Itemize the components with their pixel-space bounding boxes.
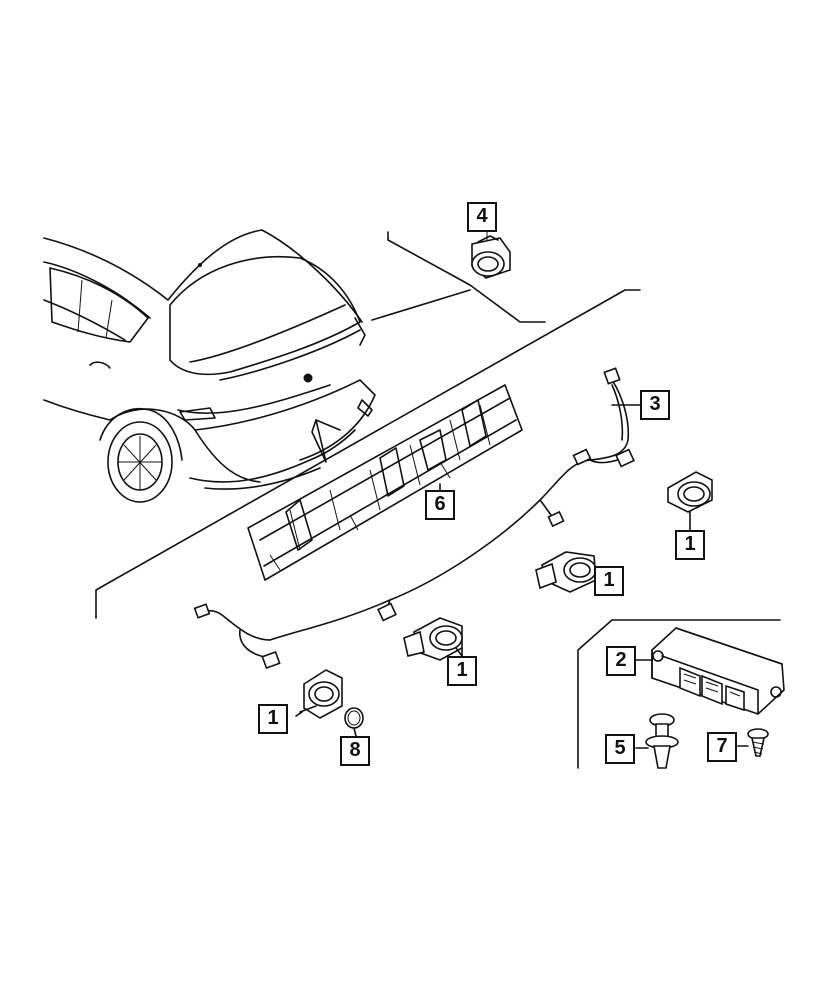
callout-1-upper-right: 1 <box>675 530 705 560</box>
park-sensor-center <box>403 617 463 661</box>
callout-1-center: 1 <box>447 656 477 686</box>
bumper-support-bracket <box>247 384 523 581</box>
callout-4: 4 <box>467 202 497 232</box>
park-sensor-center-right <box>535 551 603 593</box>
wiring-harness <box>193 367 641 670</box>
callout-7: 7 <box>707 732 737 762</box>
callout-5: 5 <box>605 734 635 764</box>
callout-6: 6 <box>425 490 455 520</box>
callout-2: 2 <box>606 646 636 676</box>
callout-3: 3 <box>640 390 670 420</box>
park-sensor-upper-right <box>667 471 713 529</box>
callout-8: 8 <box>340 736 370 766</box>
screw-fastener <box>737 728 769 757</box>
frame-lines <box>95 231 781 769</box>
sensor-seal-ring <box>344 707 364 737</box>
callout-1-left: 1 <box>258 704 288 734</box>
push-pin-fastener <box>635 713 679 769</box>
vehicle-illustration <box>43 229 471 503</box>
leader-lines <box>295 483 691 717</box>
park-assist-module <box>635 627 785 715</box>
park-sensor-left <box>299 669 343 719</box>
callout-1-center-right: 1 <box>594 566 624 596</box>
park-sensor-top <box>471 235 511 279</box>
